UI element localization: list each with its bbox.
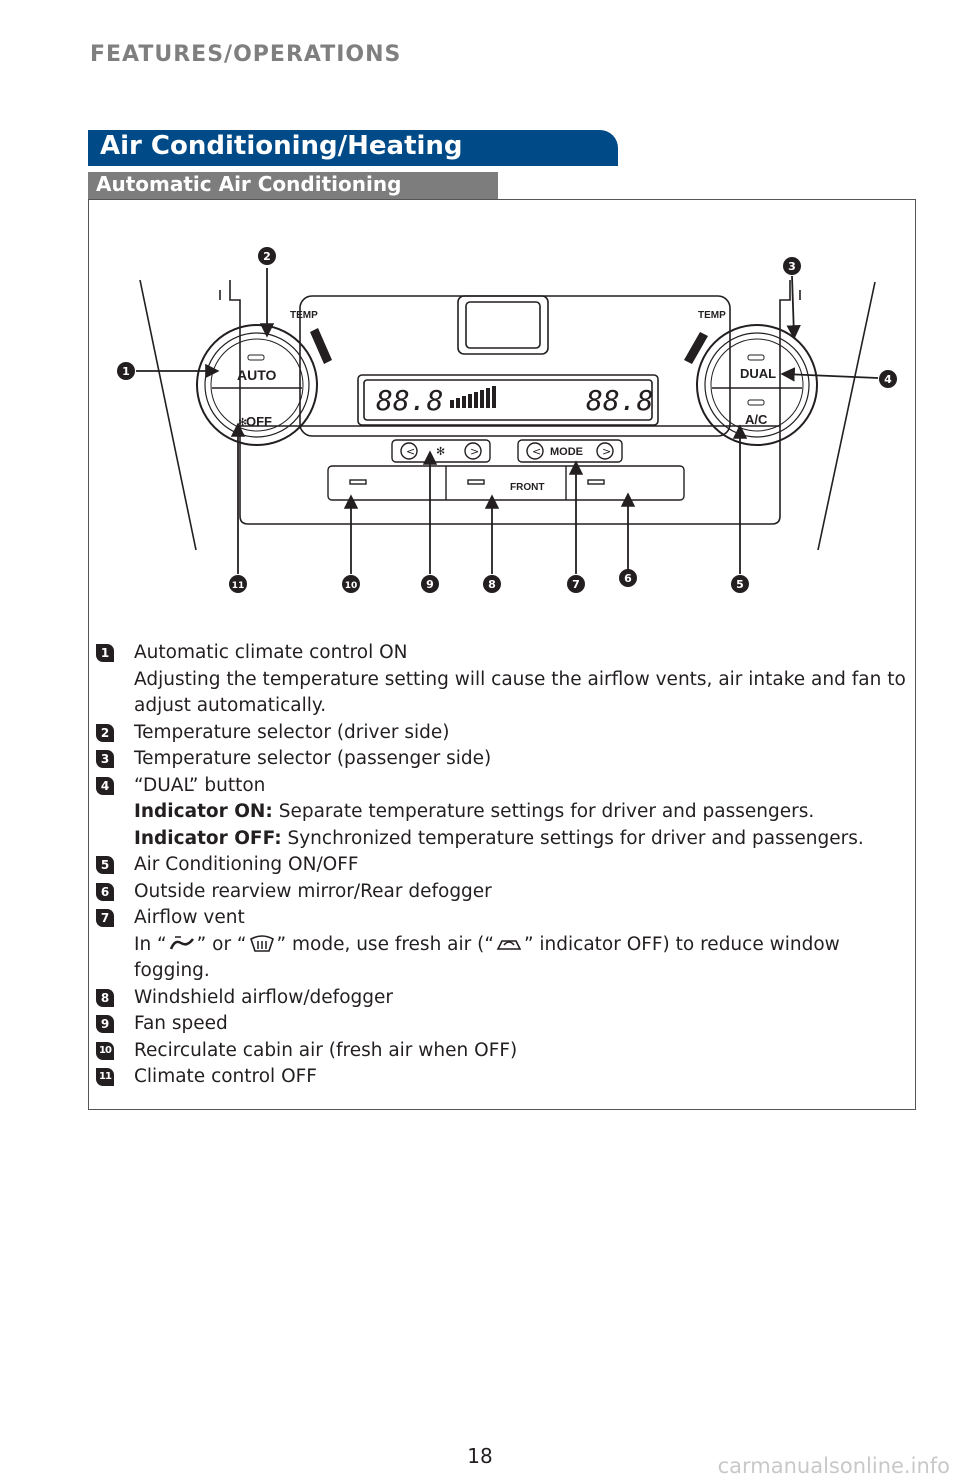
left-dial: [196, 324, 318, 446]
right-dial: [696, 324, 818, 446]
list-item: 9 Fan speed: [96, 1011, 916, 1038]
list-item: 7 Airflow vent In “” or “” mode, use fre…: [96, 905, 916, 985]
display-temp-right: 88.8: [586, 384, 653, 417]
page-subtitle: Automatic Air Conditioning: [96, 172, 402, 196]
title-tab: [88, 130, 618, 166]
list-item: 1 Automatic climate control ON Adjusting…: [96, 640, 916, 720]
svg-text:✻: ✻: [238, 416, 247, 429]
list-item: 8 Windshield airflow/defogger: [96, 985, 916, 1012]
svg-text:7: 7: [572, 578, 580, 591]
airflow-vent-icon: [169, 935, 194, 949]
list-item: 5 Air Conditioning ON/OFF: [96, 852, 916, 879]
temp-left-label: TEMP: [290, 310, 318, 321]
svg-text:<: <: [406, 445, 415, 458]
dual-label: DUAL: [740, 366, 776, 381]
list-item: 6 Outside rearview mirror/Rear defogger: [96, 879, 916, 906]
temp-right-label: TEMP: [698, 310, 726, 321]
page-title: Air Conditioning/Heating: [100, 131, 463, 161]
svg-text:1: 1: [122, 365, 130, 378]
svg-text:4: 4: [884, 373, 892, 386]
svg-text:5: 5: [736, 578, 744, 591]
fan-bar-graph: [450, 386, 496, 408]
list-item: 11 Climate control OFF: [96, 1064, 916, 1091]
subtitle-tab: [88, 172, 498, 200]
auto-label: AUTO: [237, 367, 277, 383]
mode-label: MODE: [550, 446, 583, 458]
defroster-icon: [249, 934, 274, 952]
svg-text:6: 6: [624, 572, 632, 585]
list-item: 2 Temperature selector (driver side): [96, 720, 916, 747]
watermark: carmanualsonline.info: [717, 1454, 950, 1478]
list-item: 4 “DUAL” button Indicator ON: Separate t…: [96, 773, 916, 853]
svg-text:>: >: [602, 445, 611, 458]
svg-text:9: 9: [426, 578, 434, 591]
list-item: 3 Temperature selector (passenger side): [96, 746, 916, 773]
svg-text:11: 11: [232, 581, 245, 591]
svg-text:2: 2: [263, 250, 271, 263]
display-temp-left: 88.8: [376, 384, 443, 417]
svg-text:3: 3: [788, 260, 796, 273]
content-frame: [88, 199, 916, 1110]
svg-text:>: >: [470, 445, 479, 458]
off-label: OFF: [246, 414, 272, 429]
svg-text:10: 10: [345, 581, 358, 591]
ac-label: A/C: [745, 412, 768, 427]
list-item: 10 Recirculate cabin air (fresh air when…: [96, 1038, 916, 1065]
svg-text:✻: ✻: [436, 445, 445, 458]
climate-panel-diagram: AUTO OFF ✻ TEMP DUAL A/C TEMP 88.8 88.8 …: [117, 247, 897, 593]
callout-list: 1 Automatic climate control ON Adjusting…: [96, 640, 916, 1091]
section-header: FEATURES/OPERATIONS: [90, 42, 402, 67]
page-number: 18: [467, 1444, 493, 1468]
front-label: FRONT: [510, 482, 544, 493]
svg-text:<: <: [532, 445, 541, 458]
svg-text:8: 8: [488, 578, 496, 591]
recirculate-icon: [496, 939, 522, 950]
